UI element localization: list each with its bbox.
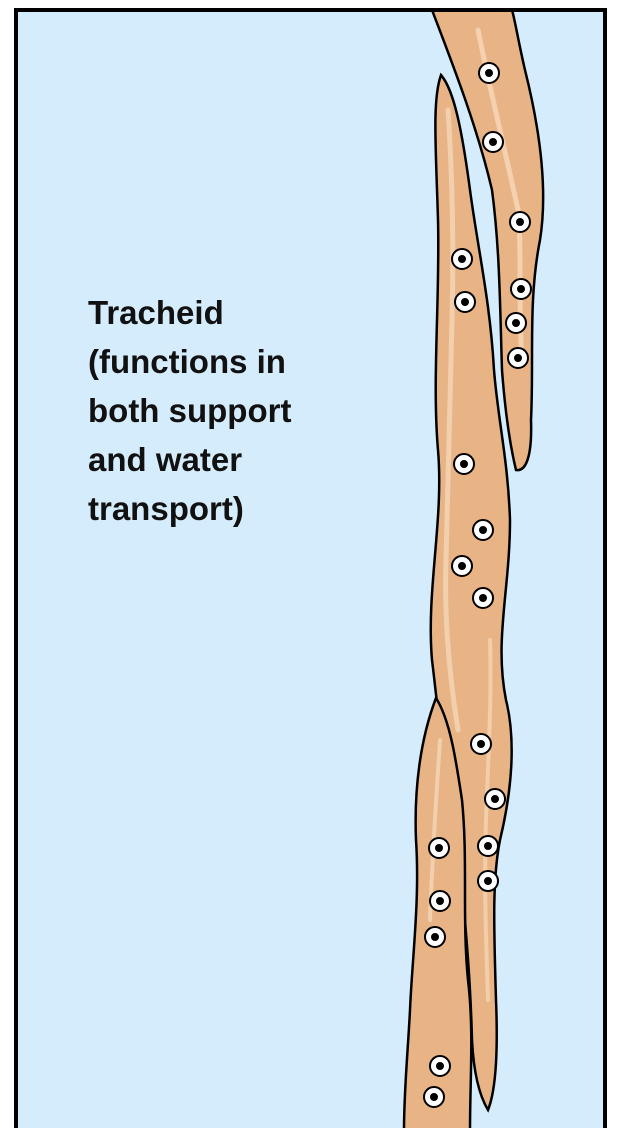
pit xyxy=(452,249,472,269)
pit xyxy=(478,836,498,856)
pit xyxy=(452,556,472,576)
pit xyxy=(471,734,491,754)
pit xyxy=(455,292,475,312)
pit xyxy=(478,871,498,891)
pit xyxy=(430,891,450,911)
pit xyxy=(425,927,445,947)
pit xyxy=(473,588,493,608)
pit xyxy=(473,520,493,540)
pit xyxy=(508,348,528,368)
pit xyxy=(483,132,503,152)
pit xyxy=(511,279,531,299)
pit xyxy=(430,1056,450,1076)
pit xyxy=(429,838,449,858)
pit xyxy=(454,454,474,474)
pit xyxy=(479,63,499,83)
pit xyxy=(424,1087,444,1107)
pit xyxy=(485,789,505,809)
pit xyxy=(506,313,526,333)
pit xyxy=(510,212,530,232)
